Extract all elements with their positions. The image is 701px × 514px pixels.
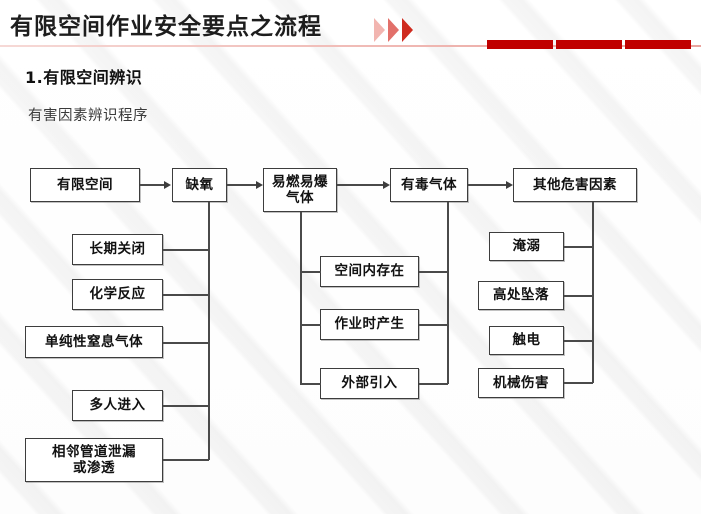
connector-toxic-to-introduced-externally (419, 383, 448, 385)
connector-other-to-drowning (564, 246, 593, 248)
connector-toxic-to-existing-in-space (419, 271, 448, 273)
connector-flammable-to-generated-during-work (300, 324, 321, 326)
connector-toxic-to-other (468, 184, 506, 186)
flow-node-electric-shock[interactable]: 触电 (489, 326, 564, 355)
connector-oxygen-to-chemical-reaction (163, 294, 209, 296)
page-title: 有限空间作业安全要点之流程 (10, 14, 322, 40)
connector-flammable-to-introduced-externally (300, 383, 321, 385)
header-accent-bar-3 (625, 40, 691, 49)
flow-node-long-term-closure[interactable]: 长期关闭 (72, 234, 163, 265)
arrow-oxygen-to-flammable (256, 180, 263, 189)
header-accent-bar-2 (556, 40, 622, 49)
arrow-flammable-to-toxic (383, 180, 390, 189)
slide-header: 有限空间作业安全要点之流程 (0, 0, 701, 52)
flow-node-adjacent-pipe-leak[interactable]: 相邻管道泄漏 或渗透 (25, 438, 163, 482)
connector-oxygen-to-simple-asphyxiant-gas (163, 342, 209, 344)
chevrons-right-icon (402, 18, 413, 42)
connector-oxygen-to-flammable (227, 184, 256, 186)
flow-node-mechanical-injury[interactable]: 机械伤害 (478, 368, 564, 398)
connector-other-to-mechanical-injury (564, 382, 593, 384)
flow-node-other-hazards[interactable]: 其他危害因素 (513, 168, 637, 202)
arrow-toxic-to-other (506, 180, 513, 189)
flow-node-fall-from-height[interactable]: 高处坠落 (478, 281, 564, 310)
flow-node-generated-during-work[interactable]: 作业时产生 (320, 309, 419, 340)
connector-confined-to-oxygen (140, 184, 165, 186)
connector-oxygen-to-multiple-entrants (163, 405, 209, 407)
flow-node-confined-space[interactable]: 有限空间 (30, 168, 140, 202)
header-divider (0, 45, 701, 47)
connector-oxygen-to-long-term-closure (163, 249, 209, 251)
flow-node-multiple-entrants[interactable]: 多人进入 (72, 390, 163, 421)
connector-other-hazards-trunk (592, 202, 594, 383)
section-heading: 1.有限空间辨识 (25, 68, 143, 87)
arrow-confined-to-oxygen (164, 180, 171, 189)
flow-node-toxic-gas[interactable]: 有毒气体 (390, 168, 468, 202)
flow-node-simple-asphyxiant-gas[interactable]: 单纯性窒息气体 (25, 326, 163, 358)
connector-toxic-trunk (447, 202, 449, 384)
flow-node-chemical-reaction[interactable]: 化学反应 (72, 279, 163, 310)
connector-toxic-to-generated-during-work (419, 324, 448, 326)
flow-node-drowning[interactable]: 淹溺 (489, 232, 564, 261)
header-accent-bar-1 (487, 40, 553, 49)
section-subheading: 有害因素辨识程序 (28, 108, 148, 124)
chevrons-right-icon (388, 18, 399, 42)
connector-flammable-trunk (300, 212, 302, 384)
flow-node-oxygen-deficiency[interactable]: 缺氧 (172, 168, 227, 202)
connector-other-to-fall-from-height (564, 295, 593, 297)
flow-node-introduced-externally[interactable]: 外部引入 (320, 368, 419, 399)
flow-node-flammable-explosive-gas[interactable]: 易燃易爆 气体 (263, 168, 337, 212)
flow-node-existing-in-space[interactable]: 空间内存在 (320, 256, 419, 287)
chevrons-right-icon (374, 18, 385, 42)
connector-flammable-to-toxic (337, 184, 383, 186)
connector-oxygen-trunk (208, 202, 210, 460)
connector-flammable-to-existing-in-space (300, 271, 321, 273)
connector-oxygen-to-adjacent-pipe-leak (163, 459, 209, 461)
connector-other-to-electric-shock (564, 340, 593, 342)
